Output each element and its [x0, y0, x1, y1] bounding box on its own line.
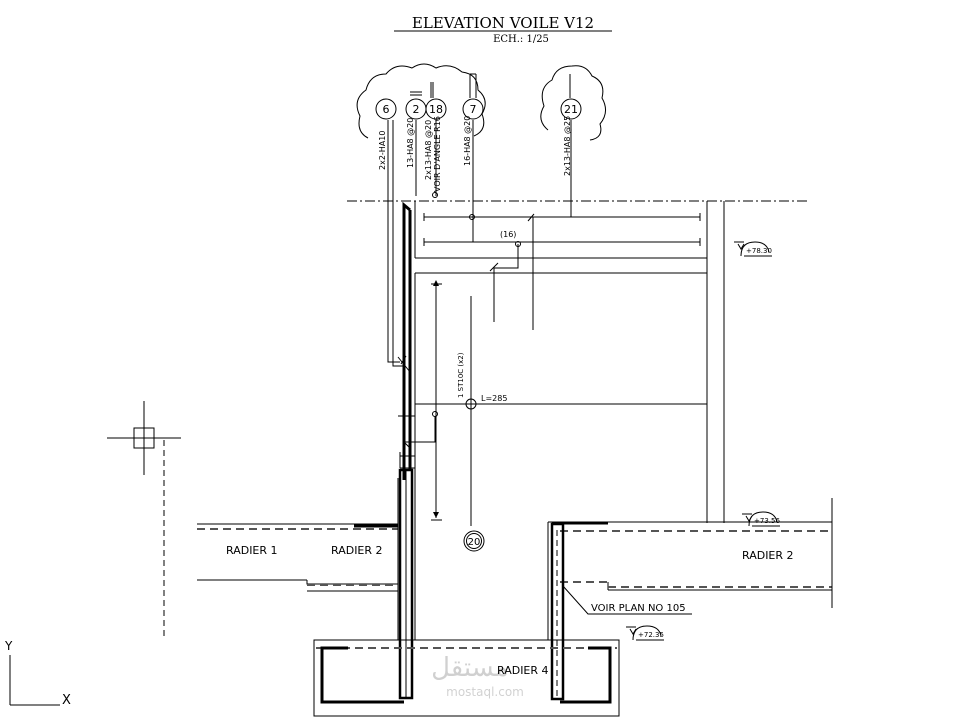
svg-text:mostaql.com: mostaql.com: [446, 685, 524, 699]
svg-text:+72.35: +72.35: [638, 631, 664, 639]
radier-4-footing: [313, 639, 620, 717]
svg-text:6: 6: [383, 103, 390, 116]
voir-plan-note: VOIR PLAN NO 105: [591, 603, 686, 614]
mark-6: 6: [375, 98, 397, 120]
svg-text:18: 18: [429, 103, 443, 116]
svg-text:+78.30: +78.30: [746, 247, 772, 255]
mark-18: 18: [425, 98, 447, 120]
mark-21-desc: 2x13-HA8 @25: [563, 116, 572, 176]
svg-text:Y: Y: [4, 639, 13, 653]
mark-21: 21: [560, 98, 582, 120]
svg-text:7: 7: [470, 103, 477, 116]
mark-2-desc: 13-HA8 @20: [406, 118, 415, 168]
mark-7: 7: [462, 98, 484, 120]
mark-20: 20: [463, 530, 485, 552]
watermark: مستقل mostaql.com: [431, 653, 524, 699]
svg-text:+73.56: +73.56: [754, 517, 780, 525]
svg-text:20: 20: [468, 537, 481, 548]
revision-cloud-right: [540, 65, 606, 141]
radier-2-left-label: RADIER 2: [331, 544, 383, 557]
level-marker-top: +78.30: [734, 241, 772, 257]
mark-7-desc: 16-HA8 @20: [463, 116, 472, 166]
stirrup-label: 1 ST10C (x2): [457, 352, 465, 398]
radier-4-label: RADIER 4: [497, 664, 549, 677]
svg-text:X: X: [62, 693, 71, 708]
level-marker-mid: +73.56: [742, 511, 780, 527]
mark-18-desc: 2x13-HA8 @20: [424, 120, 433, 180]
crosshair-cursor-icon: [107, 401, 181, 475]
svg-text:مستقل: مستقل: [431, 653, 509, 683]
radier-1-label: RADIER 1: [226, 544, 278, 557]
mark-2: 2: [405, 98, 427, 120]
length-label: L=285: [481, 394, 507, 403]
ucs-axis-icon: Y X: [4, 639, 71, 708]
level-marker-low: +72.35: [626, 625, 664, 641]
mark-6-desc: 2x2-HA10: [378, 131, 387, 170]
drawing-title: ELEVATION VOILE V12: [412, 14, 594, 32]
radier-2-right-label: RADIER 2: [742, 549, 794, 562]
revision-cloud-left: [356, 63, 486, 139]
mark-16-label: (16): [500, 230, 516, 239]
svg-text:21: 21: [564, 103, 578, 116]
drawing-scale: ECH.: 1/25: [493, 34, 549, 45]
svg-text:2: 2: [413, 103, 420, 116]
mark-18-note: VOIR D'ANGLE R16: [433, 116, 442, 192]
